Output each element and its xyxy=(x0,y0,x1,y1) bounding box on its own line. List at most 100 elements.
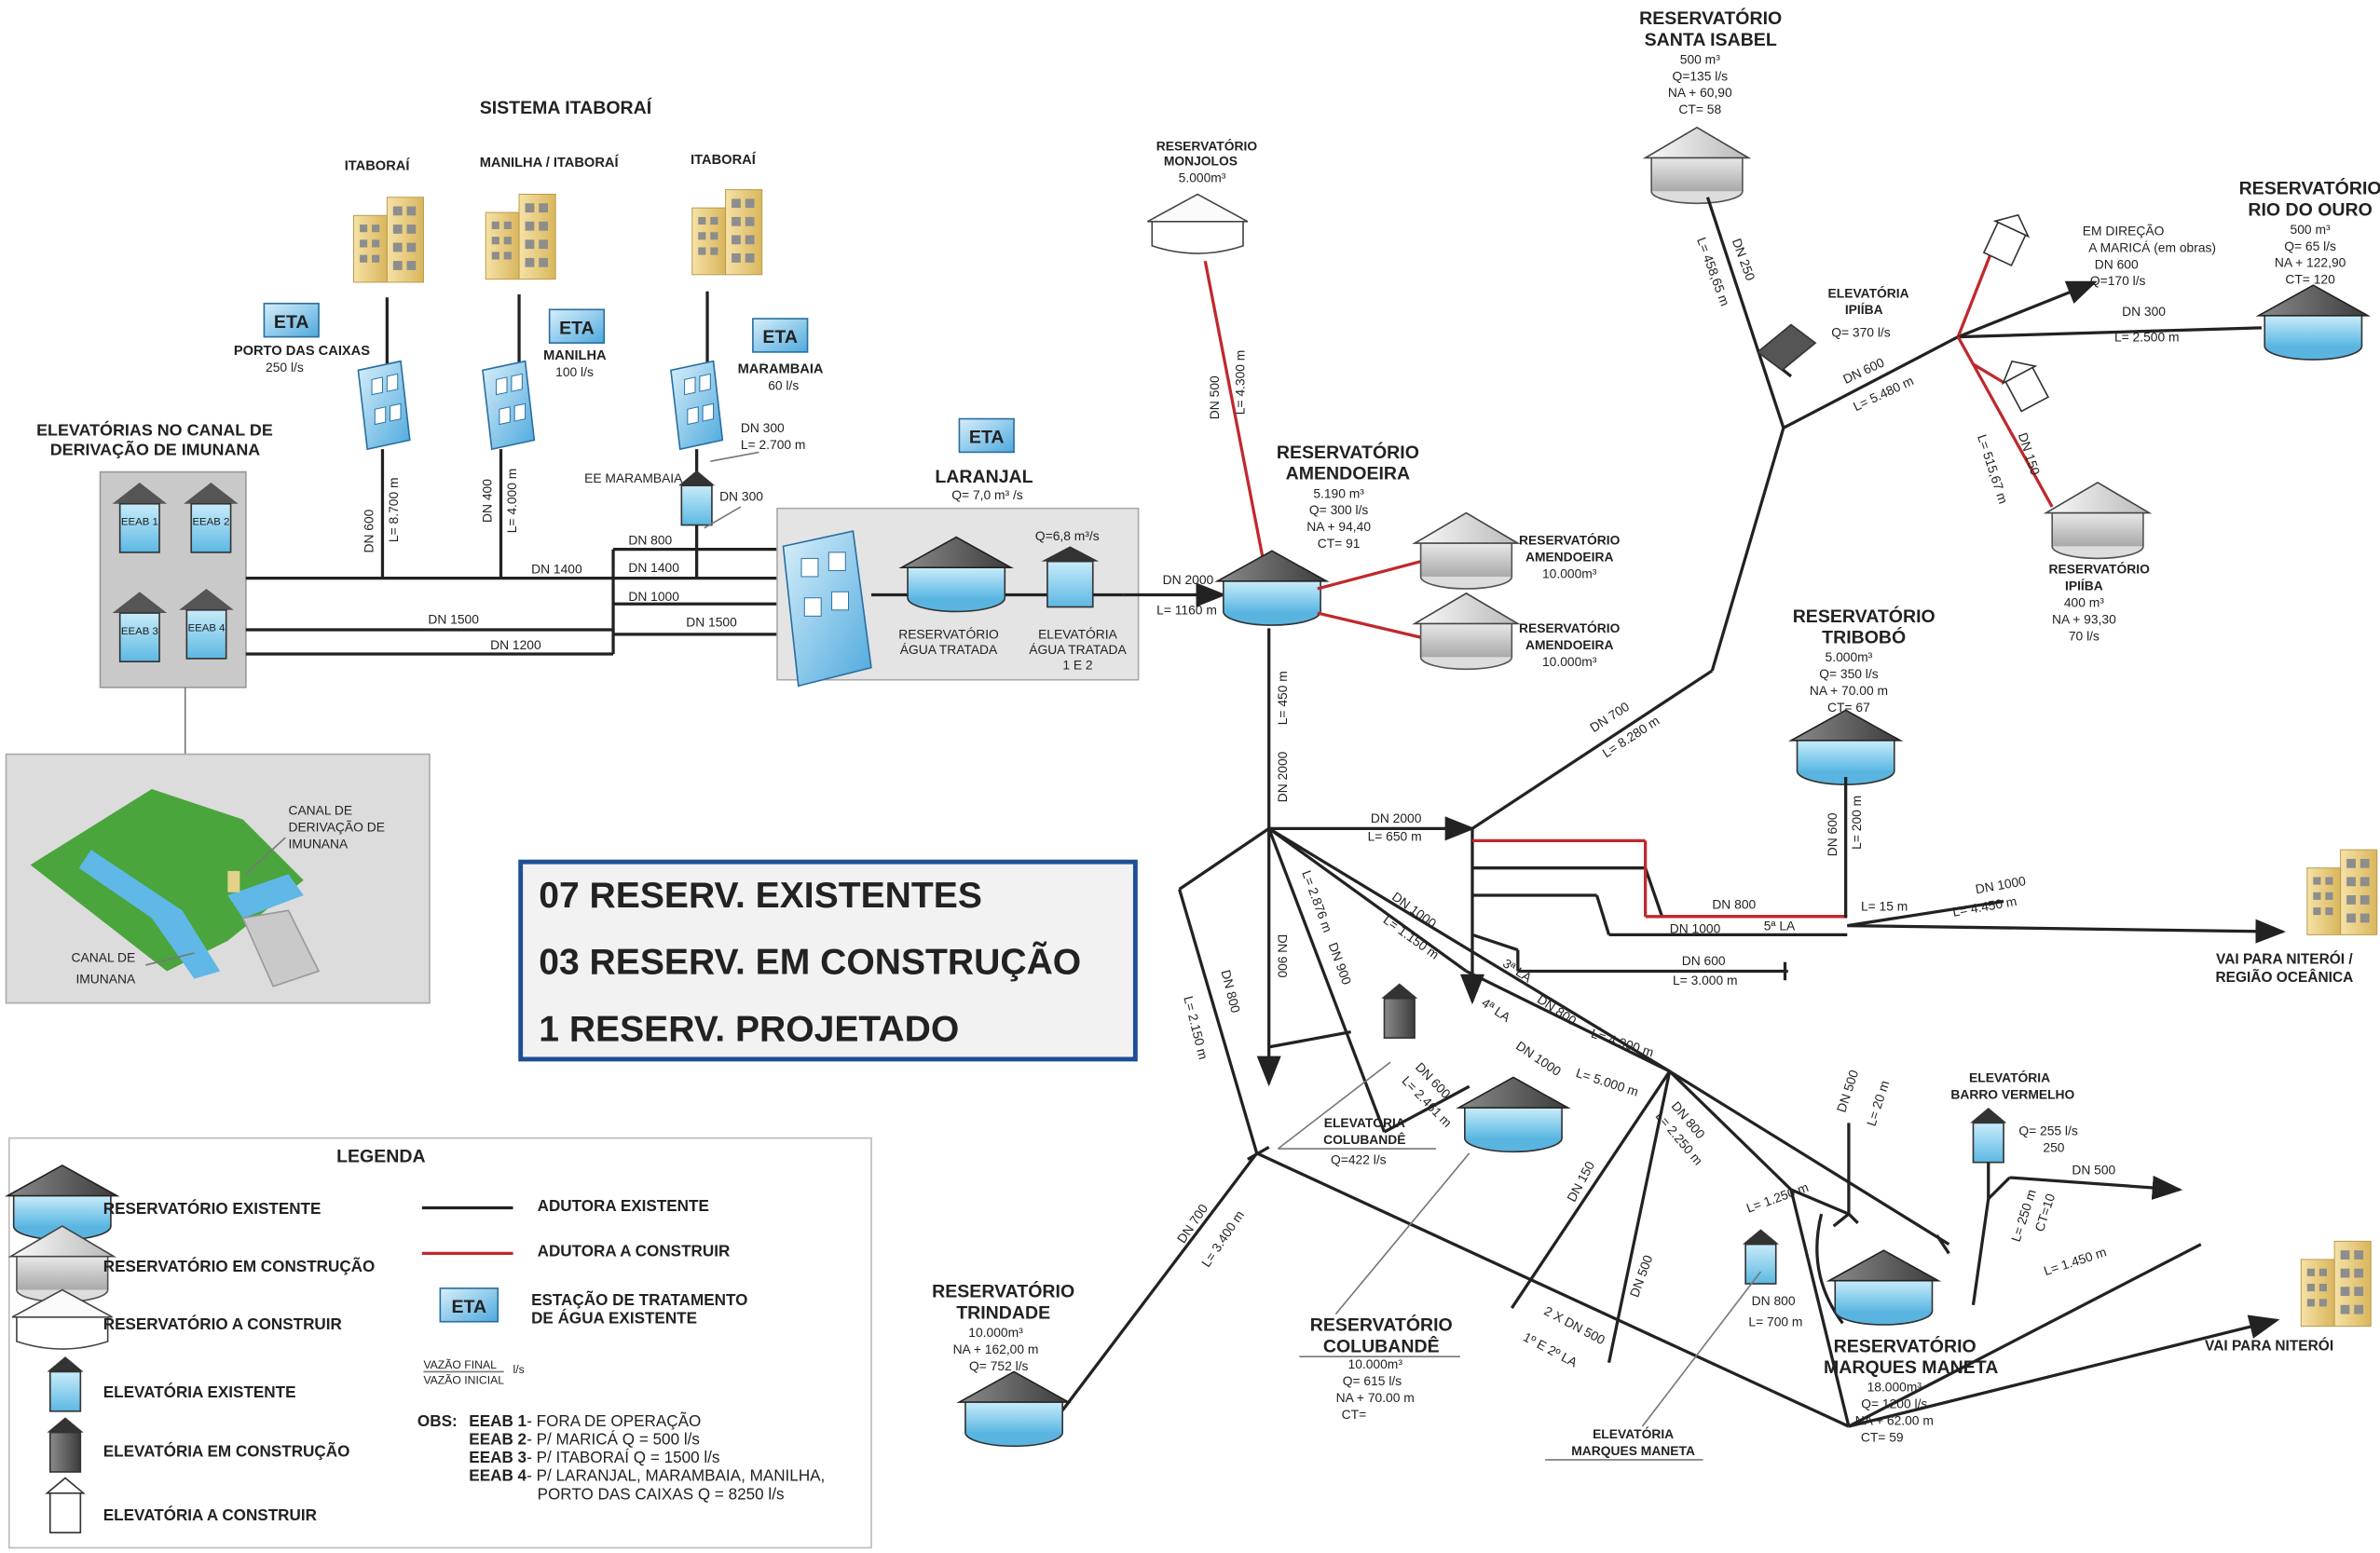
pipe-label: DN 600 xyxy=(1682,953,1726,968)
res-colubande-label: RESERVATÓRIO xyxy=(1310,1313,1453,1335)
res-tribobo-label: Q= 350 l/s xyxy=(1819,666,1879,681)
elev-marques-label: ELEVATÓRIA xyxy=(1593,1425,1674,1441)
legend-title: LEGENDA xyxy=(336,1147,425,1167)
res-rio-do-ouro-label: 500 m³ xyxy=(2291,222,2331,237)
elev-ipiiba-label: Q= 370 l/s xyxy=(1831,325,1891,340)
svg-text:IMUNANA: IMUNANA xyxy=(288,837,349,851)
pipe-label: L= 458,65 m xyxy=(1694,235,1732,307)
elev-marques-label: MARQUES MANETA xyxy=(1571,1443,1695,1458)
svg-text:EEAB 1: EEAB 1 xyxy=(121,517,158,528)
summary-box: 07 RESERV. EXISTENTES 03 RESERV. EM CONS… xyxy=(518,859,1138,1062)
eta-porto-flow: 250 l/s xyxy=(266,360,304,375)
legend-eta-badge: ETA xyxy=(439,1287,499,1323)
pipe-label: 1º E 2º LA xyxy=(1521,1329,1580,1370)
res-amendoeira-label: NA + 94,40 xyxy=(1306,519,1371,534)
elev-agua-tratada-label: ELEVATÓRIA xyxy=(1038,627,1118,642)
res-tribobo-label: CT= 67 xyxy=(1827,700,1870,715)
res-santa-isabel-label: SANTA ISABEL xyxy=(1645,30,1777,50)
pipe-label: DN 2000 xyxy=(1275,751,1290,802)
res-marques-label: 18.000m³ xyxy=(1867,1380,1922,1395)
summary-construcao: 03 RESERV. EM CONSTRUÇÃO xyxy=(539,942,1081,983)
obs-key: EEAB 1 xyxy=(469,1412,527,1430)
eta-laranjal-name: LARANJAL xyxy=(935,467,1033,487)
reservatorio-marques-maneta-icon xyxy=(1827,1249,1939,1326)
pipe-label: L= 8.700 m xyxy=(386,477,401,542)
dest-niteroi-oceanica: VAI PARA NITERÓI / xyxy=(2216,950,2353,967)
res-amendoeira-label: AMENDOEIRA xyxy=(1286,464,1410,484)
elev-colubande-label: ELEVATÓRIA xyxy=(1324,1114,1405,1130)
city-building-icon xyxy=(2300,1240,2373,1328)
elev-barro-label: ELEVATÓRIA xyxy=(1969,1069,2050,1084)
dest-niteroi-oceanica: REGIÃO OCEÂNICA xyxy=(2215,969,2353,986)
city-building-icon xyxy=(485,193,556,280)
pipe-label: L= 450 m xyxy=(1275,671,1290,725)
elevatoria-existing-icon xyxy=(677,470,716,526)
pipe-label: L= 3.000 m xyxy=(1673,973,1738,988)
pipe-label: L= 250 m xyxy=(2008,1188,2039,1244)
legend-adutora-construir: ADUTORA A CONSTRUIR xyxy=(538,1243,731,1260)
pipe-label: DN 500 xyxy=(1834,1068,1862,1114)
pipe-label: DN 300 xyxy=(719,489,763,504)
obs-value: - P/ ITABORAÍ Q = 1500 l/s xyxy=(527,1449,719,1466)
obs-key: EEAB 4 xyxy=(469,1467,527,1485)
pipe-label: DN 1000 xyxy=(628,589,679,604)
city-building-icon xyxy=(352,196,425,283)
pipe-label: DN 800 xyxy=(628,533,672,548)
elevatoria-a-construir-icon xyxy=(2001,360,2050,413)
res-santa-isabel-label: 500 m³ xyxy=(1680,51,1720,66)
pipe-label: DN 1000 xyxy=(1974,873,2027,896)
pipe-label: L= 5.000 m xyxy=(1574,1065,1640,1099)
elev-colubande-label: COLUBANDÊ xyxy=(1323,1131,1405,1147)
elevatoria-agua-tratada-icon xyxy=(1041,546,1100,608)
pipe-label: DN 150 xyxy=(1564,1158,1597,1204)
res-agua-tratada-label: RESERVATÓRIO xyxy=(898,627,999,642)
pipe-label: L= 2.150 m xyxy=(1181,994,1211,1060)
res-ipiiba-label: RESERVATÓRIO xyxy=(2049,561,2151,577)
pipe-label: L= 700 m xyxy=(1748,1315,1802,1329)
pipe-label: L= 1.250 m xyxy=(1744,1179,1811,1216)
reservatorio-amendoeira-3-icon xyxy=(1414,593,1519,671)
eta-plant-icon xyxy=(482,360,536,450)
svg-text:ETA: ETA xyxy=(274,312,309,333)
pipe-label: DN 1200 xyxy=(490,637,541,652)
pipe-label: L= 2.700 m xyxy=(741,437,806,452)
res-tribobo-label: NA + 70.00 m xyxy=(1810,683,1888,698)
eta-marambaia-name: MARAMBAIA xyxy=(738,362,824,377)
svg-text:EEAB 4: EEAB 4 xyxy=(188,623,226,634)
res-tribobo-label: TRIBOBÓ xyxy=(1822,626,1906,648)
town-manilha-itaborai: MANILHA / ITABORAÍ xyxy=(480,155,620,170)
res-marques-label: MARQUES MANETA xyxy=(1824,1357,1998,1378)
reservatorio-tribobo-icon xyxy=(1790,709,1902,785)
res-trindade-label: Q= 752 l/s xyxy=(969,1358,1029,1373)
pipe-label: L= 200 m xyxy=(1849,796,1864,850)
res-amendoeira-label: 5.190 m³ xyxy=(1313,485,1364,500)
sistema-title: SISTEMA ITABORAÍ xyxy=(480,97,652,118)
reservatorio-amendoeira-2-icon xyxy=(1414,511,1519,590)
res-rio-do-ouro-label: RIO DO OURO xyxy=(2248,199,2372,220)
res-ipiiba-label: 400 m³ xyxy=(2064,595,2104,610)
res-colubande-label: 10.000m³ xyxy=(1348,1356,1403,1371)
res-santa-isabel-label: RESERVATÓRIO xyxy=(1639,7,1782,29)
pipe-label: DN 2000 xyxy=(1163,572,1214,587)
summary-existentes: 07 RESERV. EXISTENTES xyxy=(539,876,982,916)
pipe-label: DN 800 xyxy=(1219,968,1244,1015)
res-colubande-label: Q= 615 l/s xyxy=(1343,1373,1402,1388)
reservatorio-amendoeira-icon xyxy=(1216,550,1328,626)
eta-badge: ETA xyxy=(958,417,1015,454)
res-tribobo-label: RESERVATÓRIO xyxy=(1793,605,1935,627)
legend-item: RESERVATÓRIO A CONSTRUIR xyxy=(103,1315,342,1333)
res-colubande-label: COLUBANDÊ xyxy=(1323,1334,1440,1356)
res-rio-do-ouro-label: NA + 122,90 xyxy=(2275,255,2346,270)
elev-barro-label: BARRO VERMELHO xyxy=(1950,1086,2074,1101)
pipe-label: DN 1000 xyxy=(1670,921,1721,936)
eeab-1: EEAB 1 xyxy=(112,482,168,553)
res-marques-label: CT= 59 xyxy=(1861,1429,1904,1444)
res-marques-label: NA + 62.00 m xyxy=(1855,1412,1934,1427)
svg-text:ETA: ETA xyxy=(762,327,798,347)
marica-label: DN 600 xyxy=(2095,256,2139,271)
pipe-label: DN 1500 xyxy=(428,611,479,626)
pipe-label: DN 800 xyxy=(1535,991,1580,1029)
eta-badge: ETA xyxy=(548,308,606,344)
svg-text:IMUNANA: IMUNANA xyxy=(75,971,136,986)
